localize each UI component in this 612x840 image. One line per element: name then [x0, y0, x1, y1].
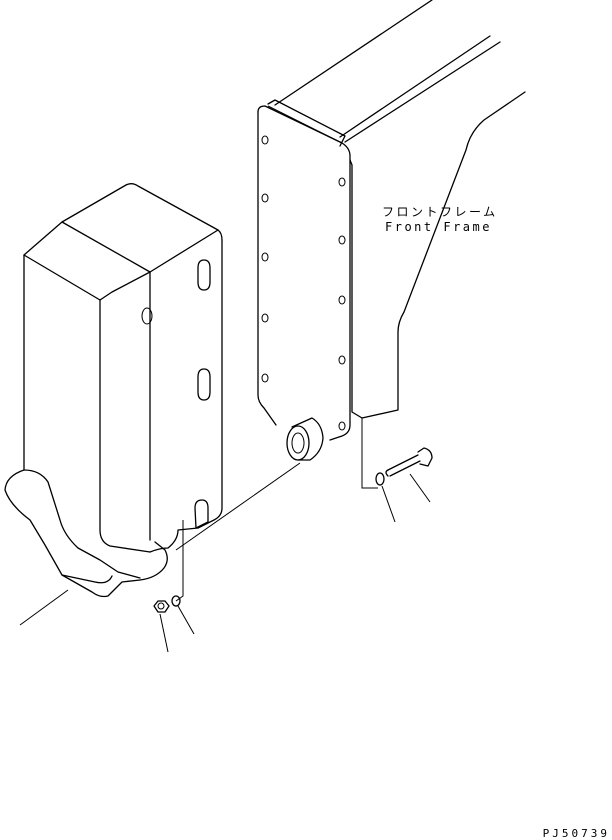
flange-bolt-holes [261, 135, 346, 431]
drawing-code: PJ50739 [542, 827, 610, 840]
assembly-lines [175, 418, 378, 602]
frame-washer [375, 472, 385, 486]
front-frame-label-jp: フロントフレーム [382, 205, 498, 219]
front-frame [257, 0, 526, 461]
front-frame-label-en: Front Frame [385, 220, 492, 234]
frame-boss [286, 417, 324, 461]
leader-lines [19, 473, 431, 653]
counterweight-block [4, 183, 223, 598]
bolt [385, 447, 433, 477]
block-washer [171, 595, 181, 607]
nut [153, 600, 170, 613]
